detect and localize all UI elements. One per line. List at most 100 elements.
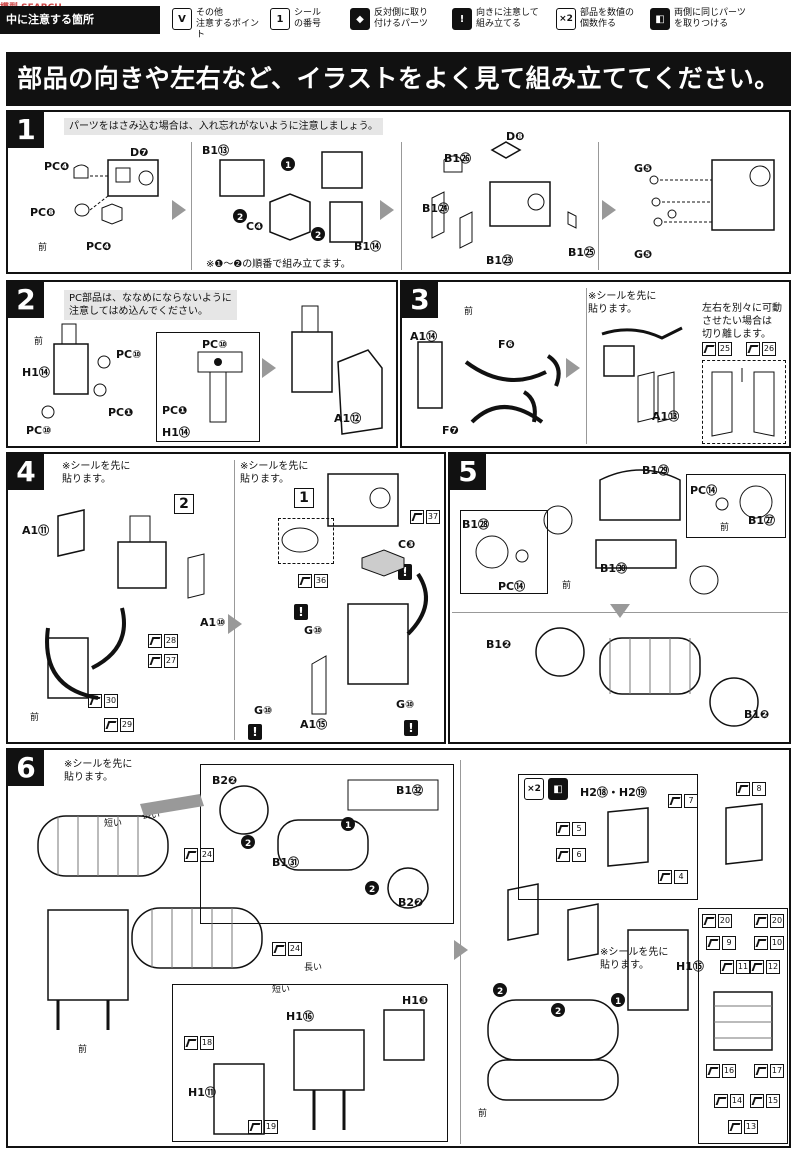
legend-item-opposite: ◆ 反対側に取り 付けるパーツ [350,6,450,36]
down-arrow [610,604,630,618]
part-illustration [197,351,243,423]
part-illustration [607,807,649,867]
part-label: D❽ [506,130,525,143]
svg-text:1: 1 [615,997,621,1007]
next-arrow [566,358,580,378]
detail-box [518,774,698,900]
detail-box [156,332,260,442]
detail-box [200,764,454,924]
step-4-panel: 4 ※シールを先に 貼ります。 ※シールを先に 貼ります。 A1⑪ A1⑩ 前 … [6,452,446,744]
measure-label: 長い [304,963,323,973]
part-label: H1⑭ [162,426,190,439]
part-illustration [725,803,763,865]
sticker-ref: 16 [706,1064,736,1078]
sticker-note: ※シールを先に 貼ります。 [588,291,657,315]
part-illustration [37,794,204,1030]
times-two-icon: ×2 [524,778,544,800]
part-illustration [543,469,719,595]
measure-label: 短い [104,819,123,829]
part-label: H1⑯ [286,1010,314,1023]
part-illustration [45,509,205,700]
step-5-panel: 5 B1㉙ PC⑭ B1㉗ 前 B1㉘ PC⑭ B1㉚ 前 B1❷ B1❷ [448,452,791,744]
part-illustration [417,341,561,424]
part-label: H1⑭ [22,366,50,379]
front-label: 前 [478,1109,488,1119]
check-mark-icon: V [172,8,192,30]
part-label: PC⑩ [26,424,52,437]
part-illustration [715,485,773,519]
sticker-ref: 26 [746,342,776,356]
part-illustration [213,1009,425,1135]
detail-box [698,908,788,1144]
front-label: 前 [34,337,44,347]
page-headline: 部品の向きや左右など、イラストをよく見て組み立ててください。 [6,52,791,106]
step-number: 4 [8,454,44,490]
legend-item-sticker: 1 シール の番号 [270,6,360,36]
part-label: H1❸ [402,994,429,1007]
part-illustration [711,368,775,437]
order-note: ※❶～❷の順番で組み立てます。 [206,259,351,270]
part-label: B1㉖ [444,152,472,165]
sticker-ref: 20 [702,914,732,928]
part-label: C❸ [398,538,416,551]
sticker-note: ※シールを先に 貼ります。 [62,461,131,485]
step-number: 6 [8,750,44,786]
step-2-panel: 2 PC部品は、ななめにならないように 注意してはめ込んでください。 前 H1⑭… [6,280,398,448]
part-illustration [535,627,759,727]
exclamation-icon: ! [248,724,262,740]
part-illustration [713,991,773,1051]
sticker-ref: 10 [754,936,784,950]
front-label: 前 [38,243,48,253]
svg-text:1: 1 [285,161,291,171]
exclamation-icon: ! [452,8,472,30]
legend-item-other: V その他 注意するポイント [172,6,272,40]
sticker-ref: 24 [272,942,302,956]
sticker-ref: 14 [714,1094,744,1108]
part-label: D❼ [130,146,149,159]
part-label: A1⑩ [200,616,226,629]
next-arrow [380,200,394,220]
front-label: 前 [78,1045,88,1055]
times-two-icon: ×2 [556,8,576,30]
both-sides-icon: ◧ [548,778,568,800]
svg-text:1: 1 [345,821,351,831]
sticker-ref: 5 [556,822,586,836]
part-illustration [281,473,428,715]
side-note: 左右を別々に可動 させたい場合は 切り離します。 [702,303,782,340]
step-1-note: パーツをはさみ込む場合は、入れ忘れがないように注意しましょう。 [64,118,383,135]
svg-text:2: 2 [237,213,243,223]
front-label: 前 [30,713,40,723]
part-label: B1⑭ [354,240,382,253]
sticker-ref: 15 [750,1094,780,1108]
part-illustration [475,535,529,569]
part-label: PC❽ [30,206,56,219]
part-label: PC❶ [162,404,188,417]
sticker-ref: 28 [148,634,178,648]
sticker-note: ※シールを先に 貼ります。 [240,461,309,485]
sticker-ref: 9 [706,936,736,950]
exclamation-icon: ! [404,720,418,736]
front-label: 前 [562,581,572,591]
sticker-ref: 27 [148,654,178,668]
part-illustration [73,159,159,225]
part-label: PC❶ [108,406,134,419]
part-label: B1❷ [486,638,512,651]
part-illustration [291,305,383,435]
step-number: 3 [402,282,438,318]
part-label: B1㉗ [748,514,776,527]
part-illustration [131,907,263,969]
part-illustration: 1 2 2 [487,883,689,1101]
next-arrow [454,940,468,960]
step-number: 2 [8,282,44,318]
sticker-ref: 17 [754,1064,784,1078]
part-label: A1⑮ [300,718,328,731]
part-label: G❺ [634,248,653,261]
legend-item-quantity: ×2 部品を数値の 個数作る [556,6,656,36]
part-label: C❹ [246,220,264,233]
step-1-panel: 1 パーツをはさみ込む場合は、入れ忘れがないように注意しましょう。 PC❹ D❼… [6,110,791,274]
svg-text:2: 2 [369,885,375,895]
step-number: 1 [8,112,44,148]
svg-text:2: 2 [245,839,251,849]
part-label: A1⑬ [652,410,680,423]
part-label: PC⑭ [498,580,526,593]
